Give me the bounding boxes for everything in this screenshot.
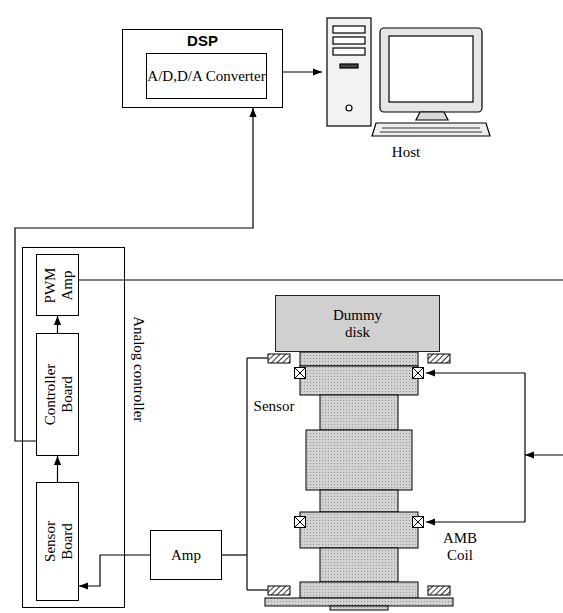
coil-symbol (295, 368, 306, 379)
host-computer (327, 18, 490, 136)
board-box: PWM Amp (36, 254, 79, 316)
coil-symbol (295, 517, 306, 528)
floppy-slot (340, 64, 358, 68)
amp-box: Amp (150, 530, 222, 580)
shaft (320, 395, 398, 430)
host-label: Host (392, 144, 420, 161)
label-slot: Sensor (251, 398, 297, 415)
sensor-wire (246, 358, 247, 590)
sensor-target (300, 582, 418, 598)
drive-bay (333, 48, 365, 55)
coil-symbol (413, 517, 424, 528)
signal-arrow (15, 108, 253, 441)
bearing-rotor (300, 512, 418, 548)
sensor-symbol (268, 354, 290, 363)
rotor-assembly (265, 352, 453, 610)
drive-bay (333, 37, 365, 44)
coil-wire (525, 454, 563, 455)
keyboard (372, 123, 490, 136)
power-button (346, 105, 352, 111)
label-slot: AMB Coil (437, 530, 483, 563)
base-flange (265, 598, 453, 606)
sensor-wire (247, 357, 268, 358)
drive-bay (333, 26, 365, 33)
coil-wire (426, 372, 525, 373)
coil-symbol (413, 368, 424, 379)
board-box: Controller Board (36, 333, 79, 456)
part-label: Dummy disk (323, 307, 393, 340)
host-computer-node: Host (322, 2, 490, 162)
coil-wire (426, 521, 525, 522)
dummy-disk: Dummy disk (275, 295, 440, 352)
base (330, 606, 388, 610)
group-label: Analog controller (130, 316, 147, 422)
wires (78, 280, 563, 590)
sensor-wire (247, 589, 268, 590)
dsp-box: DSP A/D,D/A Converter (122, 29, 283, 108)
part-label: Sensor (251, 398, 297, 415)
board-label: PWM Amp (41, 263, 74, 307)
board-label: Controller Board (41, 354, 74, 436)
bearing-rotor (300, 366, 418, 395)
part-label: AMB Coil (437, 530, 483, 563)
keyboard-keys (380, 128, 482, 132)
board-label: Sensor Board (41, 512, 74, 572)
box-label: Amp (171, 547, 201, 564)
sensor-wire (222, 554, 247, 555)
tower-case (327, 18, 371, 126)
monitor-screen (389, 36, 473, 102)
sensor-symbol (268, 586, 290, 595)
box-title: DSP (187, 33, 218, 50)
signal-arrow (79, 555, 150, 586)
shaft (320, 548, 398, 582)
signal-arrow (283, 71, 322, 72)
pwm-wire (78, 279, 563, 280)
motor-rotor (306, 430, 412, 490)
shaft (320, 490, 398, 512)
box-label: A/D,D/A Converter (147, 68, 265, 85)
signal-arrow (57, 456, 58, 482)
monitor-stand (416, 112, 448, 120)
converter-box: A/D,D/A Converter (146, 53, 267, 99)
controller-group: Analog controllerPWM AmpController Board… (22, 247, 125, 608)
monitor (380, 28, 482, 112)
signal-arrow (57, 316, 58, 333)
board-box: Sensor Board (36, 482, 79, 601)
sensor-target (300, 352, 418, 366)
coil-wire (524, 373, 525, 522)
sensor-symbol (428, 354, 450, 363)
sensor-symbol (428, 586, 450, 595)
